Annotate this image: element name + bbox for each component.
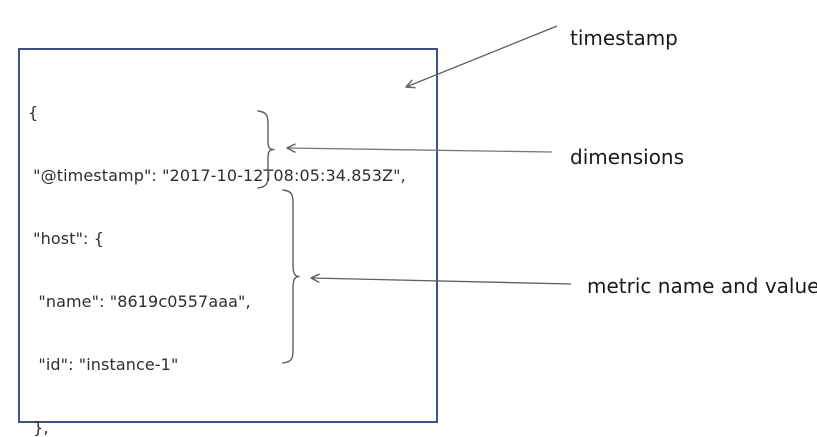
code-line-host-name: "name": "8619c0557aaa",: [28, 292, 251, 311]
code-line-timestamp: "@timestamp": "2017-10-12T08:05:34.853Z"…: [28, 166, 406, 185]
code-line: {: [28, 103, 39, 122]
json-code-block: { "@timestamp": "2017-10-12T08:05:34.853…: [28, 60, 406, 437]
code-line: },: [28, 418, 49, 437]
annotation-label-dimensions: dimensions: [570, 145, 685, 169]
code-line-host-id: "id": "instance-1": [28, 355, 179, 374]
code-line-host: "host": {: [28, 229, 104, 248]
annotation-label-metric-name-and-value: metric name and value: [587, 274, 817, 298]
json-document-box: [18, 48, 438, 423]
annotation-label-timestamp: timestamp: [570, 26, 678, 50]
